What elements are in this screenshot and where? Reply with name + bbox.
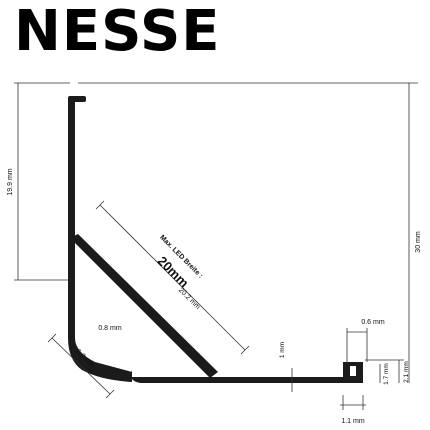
profile-shape — [68, 96, 363, 383]
total-height-label: 30 mm — [415, 231, 422, 253]
thickness-label: 0.8 mm — [98, 325, 122, 332]
clip-total-label: 2.1 mm — [403, 361, 410, 383]
brand-logo: NESSE — [14, 0, 221, 64]
clip-top-label: 0.6 mm — [361, 319, 385, 326]
base-thickness-label: 1 mm — [279, 342, 286, 358]
clip-width-label: 1.1 mm — [341, 418, 365, 425]
clip-height-label: 1.7 mm — [383, 363, 390, 385]
wall-height-label: 19.9 mm — [7, 168, 14, 195]
dimension-lines — [14, 82, 418, 410]
inner-width-label: 20.2 mm — [177, 287, 201, 311]
